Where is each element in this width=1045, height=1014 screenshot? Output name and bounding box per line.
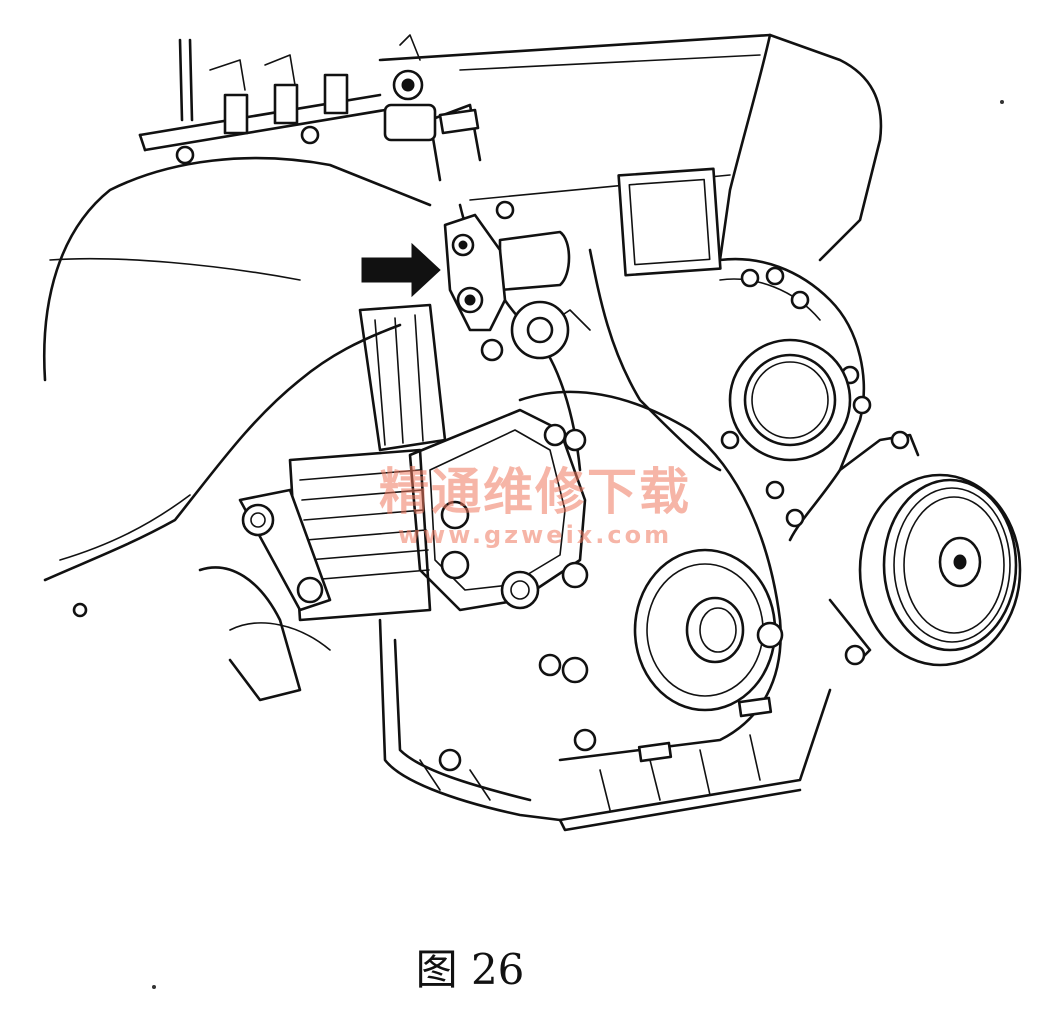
crank-pulley (633, 548, 784, 712)
arrow-right-icon (361, 242, 441, 298)
fuel-rail (138, 34, 421, 165)
timing-tensioner-bracket (383, 69, 515, 362)
side-cover (718, 257, 872, 542)
ac-compressor-pulley (828, 430, 1022, 667)
figure-caption: 图 26 (415, 945, 525, 994)
oil-pan (378, 618, 832, 832)
engine-diagram (43, 33, 1022, 832)
intake-housing (43, 156, 432, 702)
left-mount-arm (72, 488, 332, 618)
speck (1000, 100, 1004, 104)
engine-mount-bracket (408, 408, 589, 684)
speck (152, 985, 156, 989)
engine-block (378, 33, 883, 762)
